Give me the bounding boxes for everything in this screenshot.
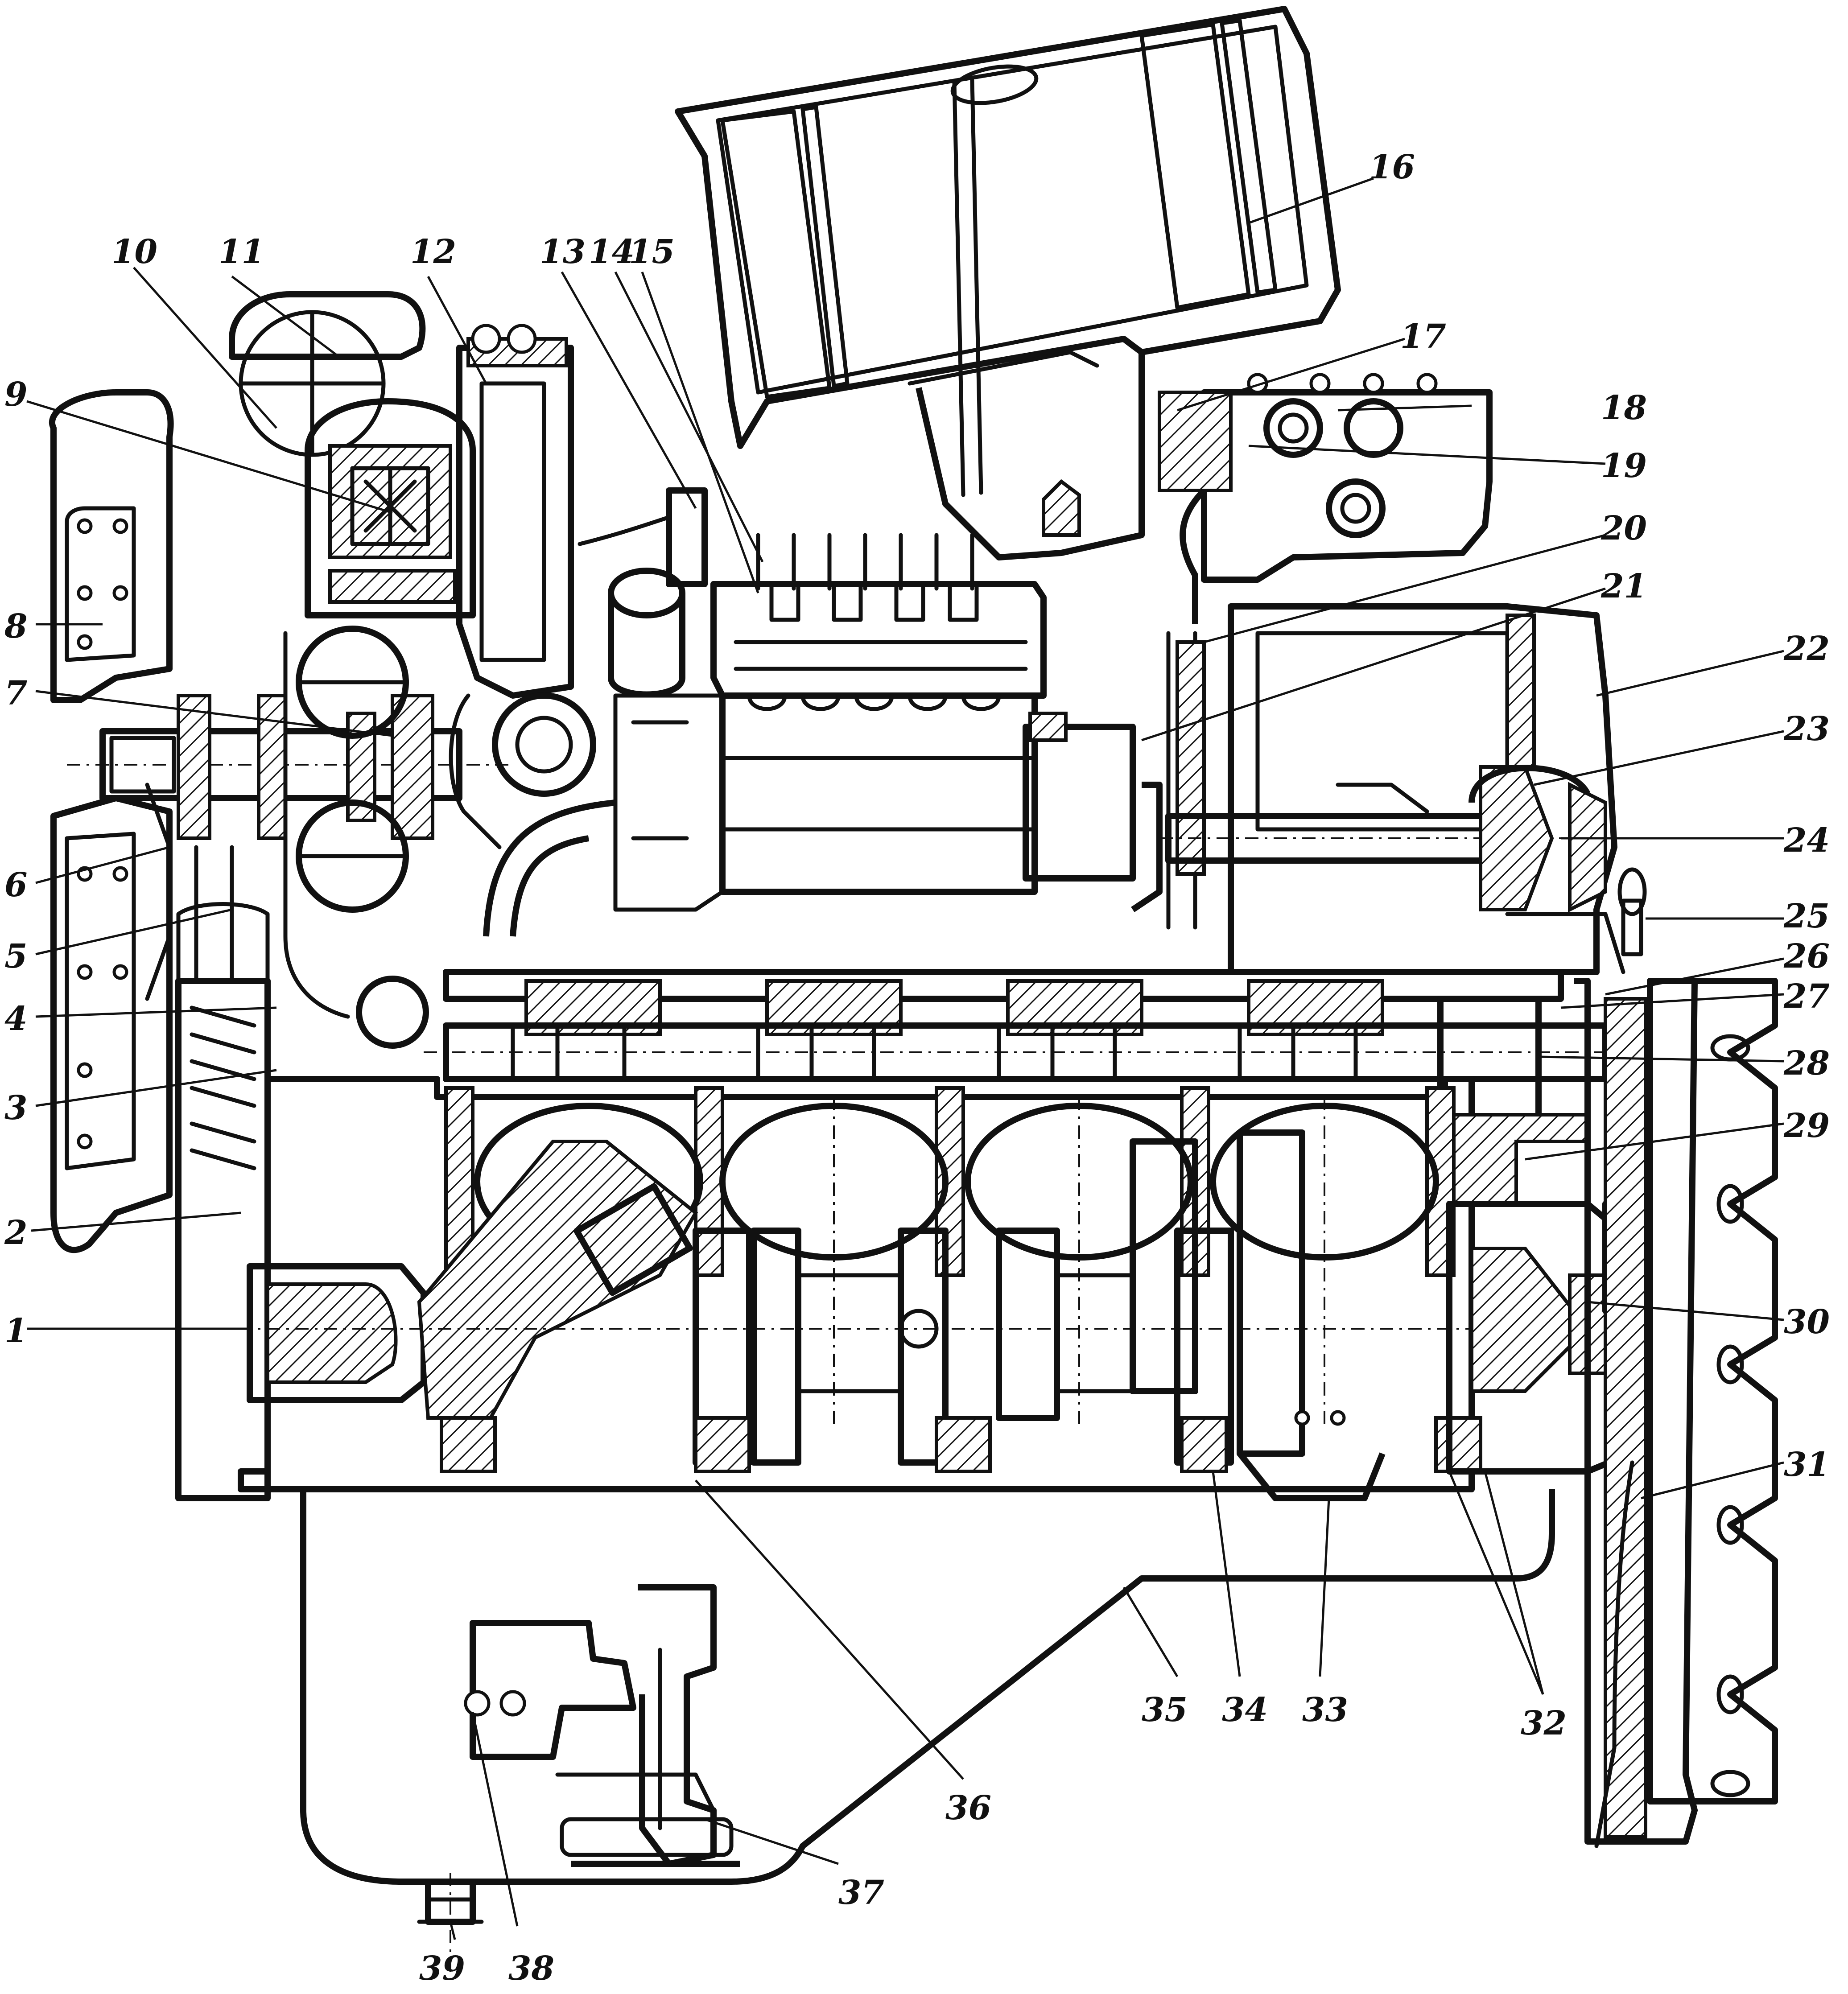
- water-pump: [283, 626, 429, 1049]
- callout-17: 17: [1400, 317, 1446, 356]
- callout-35: 35: [1142, 1691, 1188, 1729]
- crank-nose: [210, 1140, 1516, 1420]
- callout-32: 32: [1521, 1704, 1567, 1743]
- callout-39: 39: [419, 1949, 465, 1988]
- callout-7: 7: [4, 674, 28, 713]
- callout-22: 22: [1783, 630, 1830, 668]
- flywheel-housing: [1446, 978, 1698, 1848]
- callout-37: 37: [838, 1874, 884, 1912]
- callout-5: 5: [4, 937, 28, 976]
- callout-18: 18: [1601, 389, 1647, 427]
- callout-1: 1: [4, 1312, 28, 1350]
- callout-30: 30: [1784, 1303, 1830, 1341]
- callout-19: 19: [1601, 447, 1647, 485]
- air-duct: [916, 352, 1145, 560]
- callout-38: 38: [508, 1949, 554, 1988]
- callout-29: 29: [1783, 1107, 1830, 1145]
- callout-24: 24: [1783, 821, 1830, 860]
- fan-hub: [67, 694, 513, 840]
- callout-23: 23: [1783, 710, 1830, 748]
- callout-27: 27: [1783, 977, 1830, 1016]
- flywheel-ring: [1647, 978, 1778, 1804]
- oil-pump: [464, 1584, 740, 1867]
- callout-2: 2: [4, 1214, 28, 1252]
- coolant-pipe-top: [229, 291, 426, 457]
- compressor: [1158, 373, 1493, 624]
- main-bearings: [440, 1416, 1482, 1473]
- crankcase: [238, 1076, 1475, 1492]
- crankshaft: [440, 1129, 1482, 1501]
- callout-12: 12: [410, 233, 456, 271]
- leader-lines: [26, 177, 1784, 1940]
- cylinders: [474, 1097, 1439, 1427]
- callout-3: 3: [4, 1089, 28, 1127]
- centrifuge: [1023, 712, 1163, 912]
- callout-26: 26: [1783, 937, 1830, 976]
- callout-10: 10: [111, 233, 157, 271]
- callout-28: 28: [1783, 1044, 1830, 1083]
- callout-31: 31: [1784, 1446, 1830, 1484]
- callout-14: 14: [589, 233, 635, 271]
- callout-20: 20: [1600, 509, 1647, 548]
- callout-15: 15: [629, 233, 675, 271]
- upper-drive-housing: [449, 324, 596, 849]
- callout-11: 11: [219, 233, 264, 271]
- callout-6: 6: [4, 866, 28, 904]
- injector-pipes: [756, 533, 979, 622]
- callout-34: 34: [1222, 1691, 1268, 1729]
- fuel-filter: [578, 487, 708, 698]
- callout-9: 9: [4, 375, 28, 414]
- air-filter: [675, 6, 1341, 497]
- callout-16: 16: [1369, 148, 1415, 186]
- callout-21: 21: [1600, 567, 1647, 606]
- oil-sump: [300, 1489, 1555, 1980]
- callout-25: 25: [1783, 897, 1830, 935]
- callout-33: 33: [1302, 1691, 1348, 1729]
- oil-feed-pipe: [483, 799, 616, 937]
- timing-gear-housing: [1159, 603, 1650, 975]
- pulley-stack: [145, 783, 271, 1501]
- callout-8: 8: [4, 607, 28, 646]
- injection-pump: [613, 533, 1047, 912]
- callout-36: 36: [945, 1789, 991, 1827]
- fan-guard: [49, 389, 174, 1253]
- callout-labels: 1 2 3 4 5 6 7 8 9 10 11 12 13 14 15 16 1…: [4, 148, 1830, 1988]
- callout-4: 4: [4, 1000, 28, 1038]
- thermostat-housing: [305, 398, 476, 618]
- callout-13: 13: [540, 233, 586, 271]
